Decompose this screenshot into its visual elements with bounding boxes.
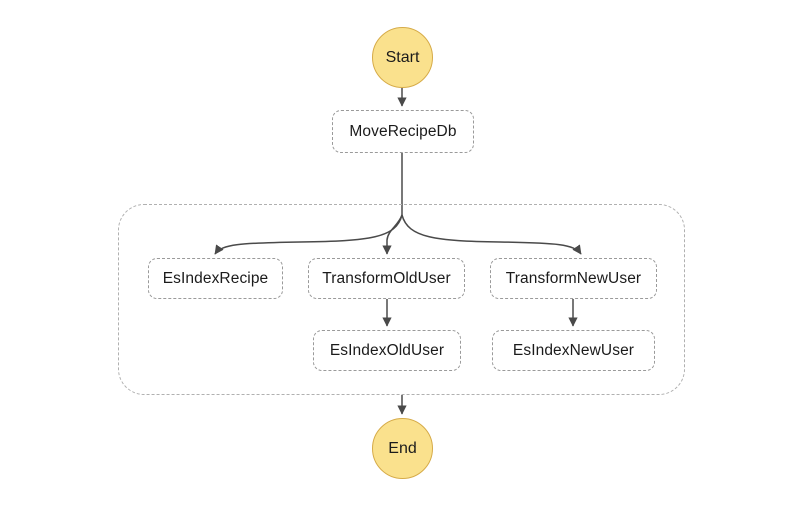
node-start[interactable]: Start: [372, 27, 433, 88]
node-end[interactable]: End: [372, 418, 433, 479]
node-end-label: End: [388, 439, 417, 457]
node-transform-new-user-label: TransformNewUser: [505, 269, 642, 287]
node-move-recipe-db-label: MoveRecipeDb: [349, 122, 457, 140]
node-transform-new-user[interactable]: TransformNewUser: [490, 258, 657, 299]
task-group-container: [118, 204, 685, 395]
node-es-index-recipe[interactable]: EsIndexRecipe: [148, 258, 283, 299]
node-es-index-new-user[interactable]: EsIndexNewUser: [492, 330, 655, 371]
node-move-recipe-db[interactable]: MoveRecipeDb: [332, 110, 474, 153]
node-es-index-old-user[interactable]: EsIndexOldUser: [313, 330, 461, 371]
node-es-index-old-user-label: EsIndexOldUser: [329, 341, 445, 359]
node-es-index-new-user-label: EsIndexNewUser: [512, 341, 635, 359]
node-transform-old-user-label: TransformOldUser: [322, 269, 451, 287]
node-start-label: Start: [385, 48, 420, 66]
node-es-index-recipe-label: EsIndexRecipe: [162, 269, 269, 287]
node-transform-old-user[interactable]: TransformOldUser: [308, 258, 465, 299]
